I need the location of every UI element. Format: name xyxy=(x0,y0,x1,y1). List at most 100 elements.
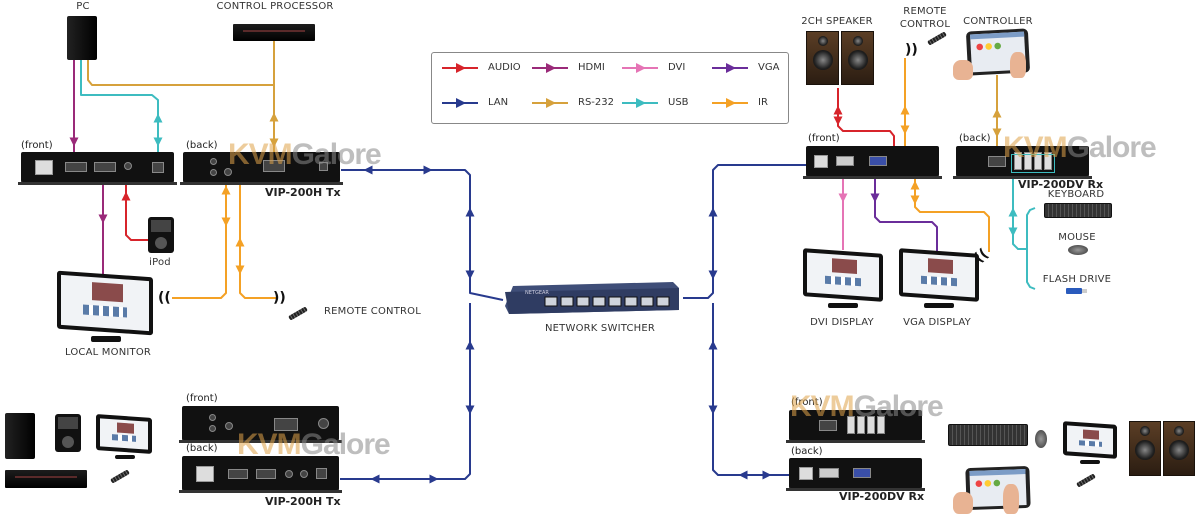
tx-top-front-label: (front) xyxy=(21,140,53,151)
rs232-arrow xyxy=(269,138,279,148)
ir-signal-icon: )) xyxy=(905,42,918,58)
usb-port xyxy=(152,162,164,173)
hdmi-in-port xyxy=(228,469,248,479)
legend-item-audio: AUDIO xyxy=(442,62,521,73)
ipod-icon xyxy=(55,414,81,452)
audio-arrow xyxy=(833,116,843,126)
lan-arrow xyxy=(708,207,718,217)
tx-top-front-panel xyxy=(18,152,177,185)
speaker-right-icon xyxy=(1163,421,1195,476)
legend-arrow-icon xyxy=(442,62,478,73)
lan-port xyxy=(196,466,214,482)
rx-top-back-panel xyxy=(953,146,1092,179)
rx-top-model: VIP-200DV Rx xyxy=(1018,178,1104,191)
usb-arrow xyxy=(1008,207,1018,217)
rs232-arrow xyxy=(992,108,1002,118)
switch-port xyxy=(640,296,654,307)
legend-item-lan: LAN xyxy=(442,97,508,108)
usb-arrow xyxy=(1008,227,1018,237)
lan-arrow xyxy=(738,470,748,480)
audio-in-port xyxy=(124,162,132,170)
ir-arrow xyxy=(900,105,910,115)
lan-arrow xyxy=(423,165,433,175)
switch-port xyxy=(560,296,574,307)
ir-wire-rx-to-display xyxy=(914,170,990,252)
lan-arrow xyxy=(370,474,380,484)
speaker-right-icon xyxy=(841,31,874,85)
legend-item-dvi: DVI xyxy=(622,62,685,73)
usb-brace xyxy=(1026,207,1036,290)
pc-tower-icon xyxy=(67,16,97,60)
rx-bottom-front-panel xyxy=(786,410,925,443)
lan-wire-rx-top xyxy=(683,164,806,299)
lan-arrow xyxy=(708,405,718,415)
tx-bottom-model: VIP-200H Tx xyxy=(265,495,341,508)
ir-arrow xyxy=(910,195,920,205)
lan-arrow xyxy=(363,165,373,175)
rs232-port xyxy=(274,418,298,431)
lan-arrow xyxy=(465,340,475,350)
ir-wire-tx-to-monitor xyxy=(172,175,227,299)
usb-port-group-highlight xyxy=(1011,154,1055,173)
legend-item-ir: IR xyxy=(712,97,768,108)
remote-control-right-label-1: REMOTE xyxy=(903,6,947,17)
ipod-icon xyxy=(148,217,174,253)
usb-port-2 xyxy=(857,416,865,434)
mouse-icon xyxy=(1068,245,1088,255)
tx-top-model: VIP-200H Tx xyxy=(265,186,341,199)
watermark: KVMGalore xyxy=(237,428,391,461)
control-processor-icon xyxy=(233,24,315,41)
ir-arrow xyxy=(235,237,245,247)
dc-port xyxy=(318,418,329,429)
lan-arrow xyxy=(708,270,718,280)
lan-port xyxy=(35,160,53,175)
mouse-label: MOUSE xyxy=(1058,232,1096,243)
pc-label: PC xyxy=(76,1,90,12)
usb-port-1 xyxy=(847,416,855,434)
tx-top-back-label: (back) xyxy=(186,140,218,151)
remote-control-left-label: REMOTE CONTROL xyxy=(324,306,422,317)
ir-out-port xyxy=(225,422,233,430)
watermark: KVMGalore xyxy=(1003,131,1157,164)
tx-bottom-back-panel xyxy=(179,456,342,493)
remote-control-right-label-2: CONTROL xyxy=(899,19,951,30)
switch-port xyxy=(544,296,558,307)
hdmi-arrow xyxy=(98,214,108,224)
watermark: KVMGalore xyxy=(228,138,382,171)
legend-label: VGA xyxy=(758,62,780,73)
legend-label: DVI xyxy=(668,62,686,73)
legend-label: HDMI xyxy=(578,62,605,73)
rs232-port xyxy=(988,156,1006,167)
legend-arrow-icon xyxy=(712,62,748,73)
switch-port xyxy=(592,296,606,307)
control-processor-label: CONTROL PROCESSOR xyxy=(216,1,334,12)
legend-item-rs-232: RS-232 xyxy=(532,97,614,108)
lan-arrow xyxy=(465,405,475,415)
legend-label: LAN xyxy=(488,97,509,108)
legend-arrow-icon xyxy=(532,97,568,108)
network-switch-graphic xyxy=(505,282,679,314)
usb-wire-pc-to-tx xyxy=(80,60,159,162)
usb-port-1 xyxy=(1014,152,1022,170)
legend-item-vga: VGA xyxy=(712,62,779,73)
watermark: KVMGalore xyxy=(790,390,944,423)
rx-bottom-back-panel xyxy=(786,458,925,491)
lan-wire-rx-bottom xyxy=(712,303,789,476)
led xyxy=(210,169,217,176)
usb-port xyxy=(316,468,327,479)
pc-tower-icon xyxy=(5,413,35,459)
rs232-wire-pc xyxy=(87,60,274,86)
legend-item-usb: USB xyxy=(622,97,689,108)
loop-out-port xyxy=(94,162,116,172)
keyboard-label: KEYBOARD xyxy=(1047,189,1105,200)
ir-arrow xyxy=(221,217,231,227)
usb-port-3 xyxy=(1034,152,1042,170)
lan-arrow xyxy=(429,474,439,484)
monitor-icon xyxy=(95,414,155,463)
lan-port xyxy=(799,467,813,480)
rs232-port xyxy=(819,420,837,431)
vga-arrow xyxy=(870,193,880,203)
legend-item-hdmi: HDMI xyxy=(532,62,605,73)
ir-arrow xyxy=(900,125,910,135)
